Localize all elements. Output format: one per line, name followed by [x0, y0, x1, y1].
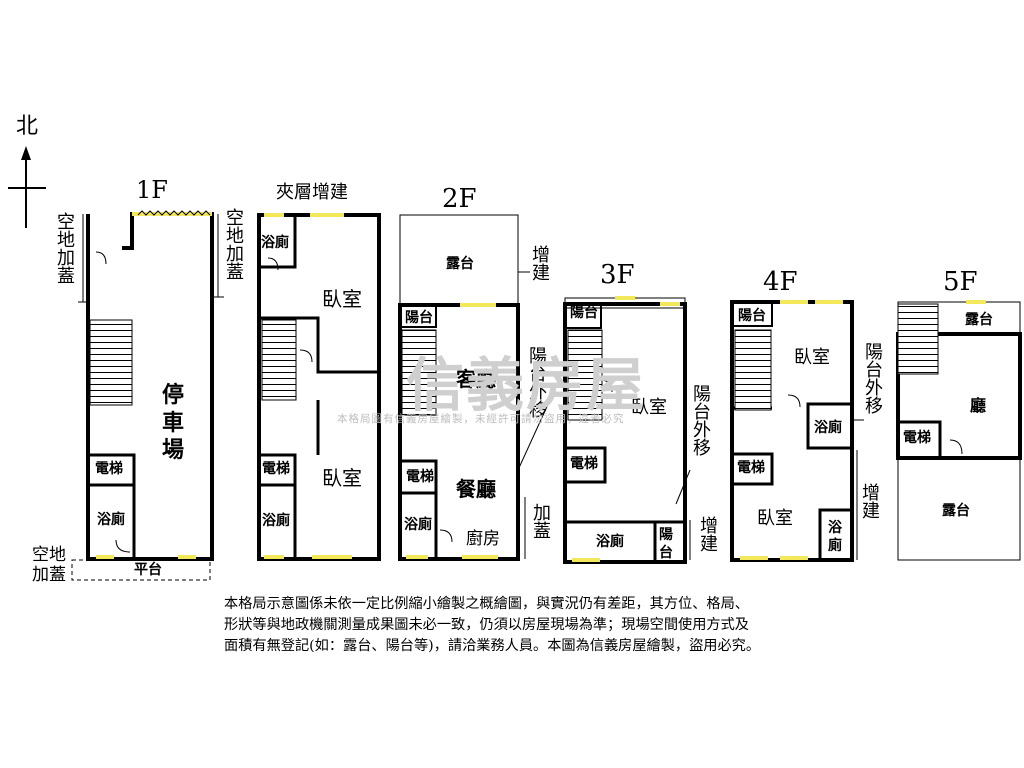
5f-hall-label: 廳: [970, 396, 987, 415]
disclaimer-line-1: 本格局示意圖係未依一定比例縮小繪製之概繪圖，與實況仍有差距，其方位、格局、: [224, 596, 749, 612]
3f-balcony-shift-note: 陽台外移: [693, 384, 711, 459]
4f-elevator-label: 電梯: [737, 460, 765, 476]
1f-side-note-top: 空地加蓋: [57, 212, 75, 287]
floor-1f-title: 1F: [136, 176, 168, 204]
north-label: 北: [16, 114, 39, 139]
north-arrow-icon: [8, 146, 46, 228]
4f-addition-note: 增建: [862, 483, 880, 522]
3f-bedroom-label: 臥室: [631, 397, 667, 418]
floor-1f-plan: [71, 210, 224, 581]
5f-elevator-label: 電梯: [903, 430, 931, 446]
disclaimer-line-2: 形狀等與地政機關測量成果圖未必一致，仍須以房屋現場為準；現場空間使用方式及: [224, 617, 749, 633]
2f-balcony-label: 陽台: [405, 310, 433, 326]
2f-living-label: 客廳: [456, 367, 496, 391]
disclaimer-text: 本格局示意圖係未依一定比例縮小繪製之概繪圖，與實況仍有差距，其方位、格局、 形狀…: [224, 594, 874, 657]
5f-terrace-bottom-label: 露台: [942, 503, 970, 519]
floor-3f-plan: [563, 296, 691, 564]
disclaimer-line-3: 面積有無登記(如：露台、陽台等)，請洽業務人員。本圖為信義房屋繪製，盜用必究。: [224, 638, 761, 654]
2f-balcony-shift-note: 陽台外移: [529, 346, 547, 421]
2f-kitchen-label: 廚房: [466, 529, 500, 549]
3f-addition-note: 增建: [700, 516, 718, 555]
3f-bath-label: 浴廁: [596, 534, 624, 550]
floor-5f-plan: [896, 300, 1022, 561]
2f-elevator-label: 電梯: [406, 469, 434, 485]
floor-4f-title: 4F: [763, 267, 798, 297]
watermark-subtext: 本格局圖有信義房屋繪製，未經許可請勿盜用，違者必究: [337, 413, 625, 425]
mezz-bath-label: 浴廁: [261, 235, 289, 251]
1f-parking-label: 停車場: [162, 382, 185, 463]
mezz-bedroom-bottom-label: 臥室: [322, 466, 362, 490]
4f-bath-mid-label: 浴廁: [814, 420, 842, 436]
3f-elevator-label: 電梯: [570, 456, 598, 472]
mezz-bath-lower-label: 浴廁: [262, 513, 290, 529]
mezzanine-plan: [257, 213, 381, 561]
4f-bedroom-bottom-label: 臥室: [757, 508, 793, 529]
floor-3f-title: 3F: [600, 260, 635, 290]
mezz-bedroom-top-label: 臥室: [322, 287, 362, 311]
1f-side-note-bottom: 空地加蓋: [32, 545, 66, 586]
3f-balcony-bottom-label: 陽台: [659, 527, 673, 562]
4f-bath-bottom-label: 浴廁: [828, 520, 842, 555]
2f-addition-bottom-note: 加蓋: [533, 503, 551, 542]
2f-addition-note: 增建: [532, 245, 550, 284]
watermark-brand: 信義房屋: [406, 351, 647, 419]
4f-balcony-shift-note: 陽台外移: [865, 342, 883, 417]
3f-balcony-top-label: 陽台: [570, 305, 598, 321]
1f-bath-label: 浴廁: [97, 512, 125, 528]
floor-2f-title: 2F: [442, 184, 477, 214]
floor-4f-plan: [730, 300, 864, 562]
mezzanine-title: 夾層增建: [276, 182, 348, 203]
4f-bedroom-top-label: 臥室: [794, 347, 830, 368]
1f-platform-label: 平台: [134, 562, 162, 578]
mezz-elevator-label: 電梯: [262, 461, 290, 477]
2f-dining-label: 餐廳: [456, 477, 496, 501]
4f-balcony-label: 陽台: [738, 308, 766, 324]
floor-5f-title: 5F: [943, 267, 978, 297]
1f-elevator-label: 電梯: [95, 461, 123, 477]
2f-bath-label: 浴廁: [404, 517, 432, 533]
floor-2f-plan: [398, 214, 551, 561]
1f-side-note-right: 空地加蓋: [226, 208, 244, 283]
2f-terrace-label: 露台: [446, 256, 474, 272]
5f-terrace-top-label: 露台: [965, 312, 993, 328]
